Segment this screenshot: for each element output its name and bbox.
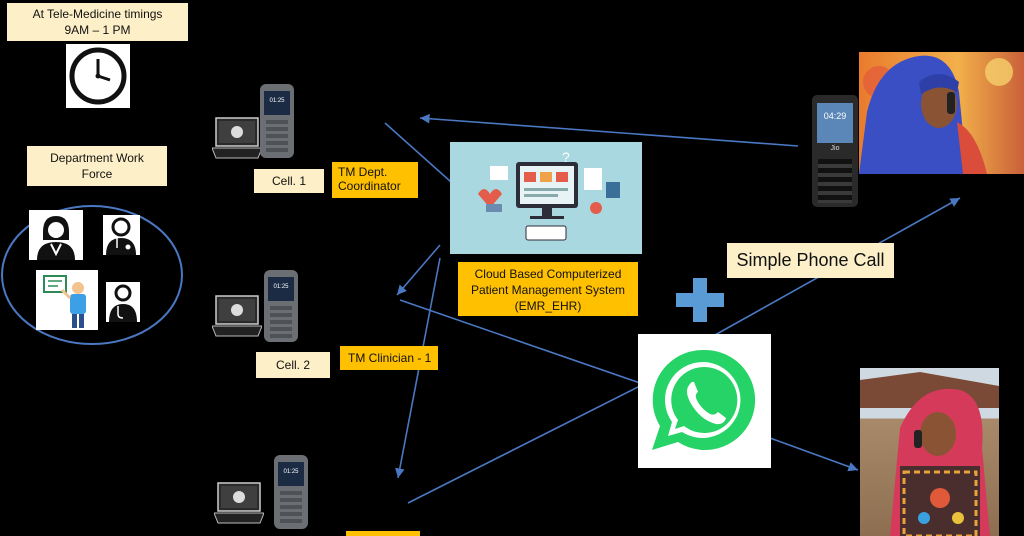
phone-screen: 01:25 xyxy=(268,277,294,301)
arrow-phone-to-cell1 xyxy=(419,113,799,147)
doctor-icon xyxy=(106,282,140,322)
cell1-role-line2: Coordinator xyxy=(338,179,401,193)
cell1-role: TM Dept. Coordinator xyxy=(332,162,418,198)
emr-line1: Cloud Based Computerized xyxy=(474,267,622,281)
clock-icon xyxy=(66,44,130,108)
whatsapp-icon xyxy=(638,334,771,468)
phone-call-label: Simple Phone Call xyxy=(727,243,894,278)
arrow-cell3-to-whatsapp xyxy=(407,385,641,504)
phone-screen: 01:25 xyxy=(278,462,304,486)
arrow-whatsapp-to-patient xyxy=(769,437,859,472)
arrow-cell1-to-emr xyxy=(384,122,461,191)
svg-text:?: ? xyxy=(562,149,570,165)
feature-phone-screen: 04:29 xyxy=(817,103,853,143)
timing-title: At Tele-Medicine timings xyxy=(32,7,163,21)
presenter-icon xyxy=(36,270,98,330)
cell3-role xyxy=(346,531,420,536)
workforce-group-ellipse xyxy=(1,205,183,345)
patient-photo-2 xyxy=(860,368,999,536)
patient-photo-1 xyxy=(859,52,1024,174)
mobile-phone-icon: 01:25 xyxy=(264,270,298,342)
arrow-emr-to-cell2 xyxy=(396,244,441,296)
timing-box: At Tele-Medicine timings 9AM – 1 PM xyxy=(7,3,188,41)
laptop-icon xyxy=(211,116,263,160)
timing-hours: 9AM – 1 PM xyxy=(64,23,131,37)
emr-line3: (EMR_EHR) xyxy=(514,299,582,313)
workforce-line1: Department Work xyxy=(50,151,144,165)
plus-icon xyxy=(676,278,724,322)
workforce-label: Department Work Force xyxy=(27,146,167,186)
female-doctor-icon xyxy=(29,210,83,260)
feature-phone: 04:29 Jio xyxy=(812,95,858,207)
male-doctor-icon xyxy=(103,215,140,255)
emr-label: Cloud Based Computerized Patient Managem… xyxy=(458,262,638,316)
laptop-icon xyxy=(211,294,263,338)
emr-line2: Patient Management System xyxy=(470,283,626,297)
cell2-role: TM Clinician - 1 xyxy=(340,346,438,370)
laptop-icon xyxy=(213,481,265,525)
mobile-phone-icon: 01:25 xyxy=(260,84,294,158)
arrow-cell2-to-whatsapp xyxy=(399,299,641,384)
emr-illustration: ? xyxy=(450,142,642,254)
feature-phone-brand: Jio xyxy=(830,145,840,152)
cell1-role-line1: TM Dept. xyxy=(338,165,388,179)
phone-screen: 01:25 xyxy=(264,91,290,115)
workforce-line2: Force xyxy=(81,167,113,181)
cell2-label: Cell. 2 xyxy=(256,352,330,378)
cell1-label: Cell. 1 xyxy=(254,169,324,193)
mobile-phone-icon: 01:25 xyxy=(274,455,308,529)
